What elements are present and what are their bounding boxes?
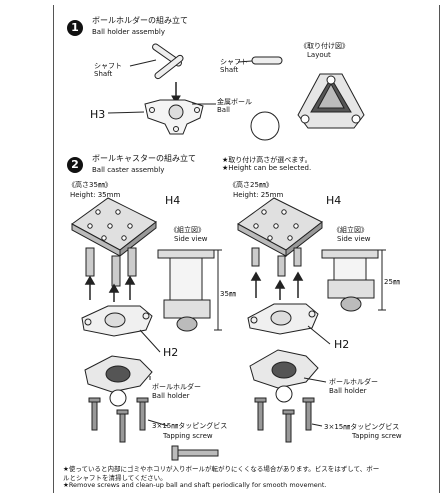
part-h3-label: H3: [90, 108, 106, 121]
height25-label-en: Height: 25mm: [233, 191, 284, 199]
plate-h4-left: H4: [165, 194, 181, 207]
holder-h2-left: H2: [163, 346, 179, 359]
ball-holder-left-jp: ボールホルダー: [152, 383, 201, 391]
height35-label-en: Height: 35mm: [70, 191, 121, 199]
ball-holder-left-en: Ball holder: [152, 392, 190, 400]
footer-en-line1: ★Remove screws and clean-up ball and sha…: [63, 481, 327, 489]
h2-holder-left-icon: [81, 305, 153, 337]
side-view-right-jp: 《組立図》: [333, 226, 368, 234]
ball-holder-right-jp: ボールホルダー: [329, 378, 378, 386]
side-view-left-en: Side view: [174, 235, 208, 243]
screw-left-en: Tapping screw: [163, 432, 213, 440]
shaft2-label-jp: シャフト: [220, 58, 248, 66]
long-screw-icon: [171, 445, 219, 461]
height35-label-jp: 《高さ35㎜》: [68, 181, 112, 189]
h2-holder-right-icon: [247, 303, 319, 335]
side-view-right-en: Side view: [337, 235, 371, 243]
plate-h4-right: H4: [326, 194, 342, 207]
footer-jp-line1: ★使っていると内部にゴミやホコリが入りボールが転がりにくくなる場合があります。ビ…: [63, 465, 380, 473]
ball-holder-right-icon: [249, 349, 319, 403]
screw-right-jp: 3×15㎜タッピングビス: [324, 423, 400, 431]
height25-label-jp: 《高さ25㎜》: [229, 181, 273, 189]
h4-plate-left-icon: [71, 197, 157, 258]
shaft-pair-icon: [129, 43, 184, 80]
ball-holder-left-icon: [84, 355, 153, 407]
step1-title-en: Ball holder assembly: [92, 28, 165, 36]
dimension-25: 25㎜: [384, 278, 400, 286]
spacer-posts-right-icon: [251, 247, 302, 277]
shaft2-label-en: Shaft: [220, 66, 239, 74]
side-view-left-icon: [157, 249, 215, 332]
spacer-posts-left-icon: [85, 247, 137, 287]
shaft-label-jp: シャフト: [94, 62, 122, 70]
layout-label-jp: 《取り付け図》: [300, 42, 349, 50]
h3-holder-icon: [144, 99, 204, 135]
step1-number: 1: [67, 20, 83, 36]
height-note-jp: ★取り付け高さが選べます。: [222, 156, 312, 164]
side-view-right-icon: [321, 249, 379, 312]
ball-label-en: Ball: [217, 106, 230, 114]
ball-label-jp: 金属ボール: [217, 98, 252, 106]
footer-jp-line2: ルとシャフトを清掃してください。: [63, 474, 167, 482]
step2-title-jp: ボールキャスターの組み立て: [92, 154, 196, 163]
shaft-label-en: Shaft: [94, 70, 113, 78]
step1-title-jp: ボールホルダーの組み立て: [92, 16, 188, 25]
layout-label-en: Layout: [307, 51, 331, 59]
ball-holder-right-en: Ball holder: [329, 387, 367, 395]
dimension-35: 35㎜: [220, 290, 236, 298]
metal-ball-icon: [250, 111, 280, 141]
screw-right-en: Tapping screw: [352, 432, 402, 440]
h4-plate-right-icon: [237, 197, 323, 258]
layout-triangle-icon: [297, 73, 365, 129]
height-note-en: ★Height can be selected.: [222, 164, 312, 172]
tapping-screws-left-icon: [88, 397, 149, 443]
side-view-left-jp: 《組立図》: [170, 226, 205, 234]
screw-left-jp: 3×15㎜タッピングビス: [152, 422, 228, 430]
manual-frame: [53, 5, 440, 493]
step2-number: 2: [67, 157, 83, 173]
shaft-single-icon: [251, 56, 283, 65]
tapping-screws-right-icon: [254, 397, 315, 443]
holder-h2-right: H2: [334, 338, 350, 351]
step2-title-en: Ball caster assembly: [92, 166, 165, 174]
